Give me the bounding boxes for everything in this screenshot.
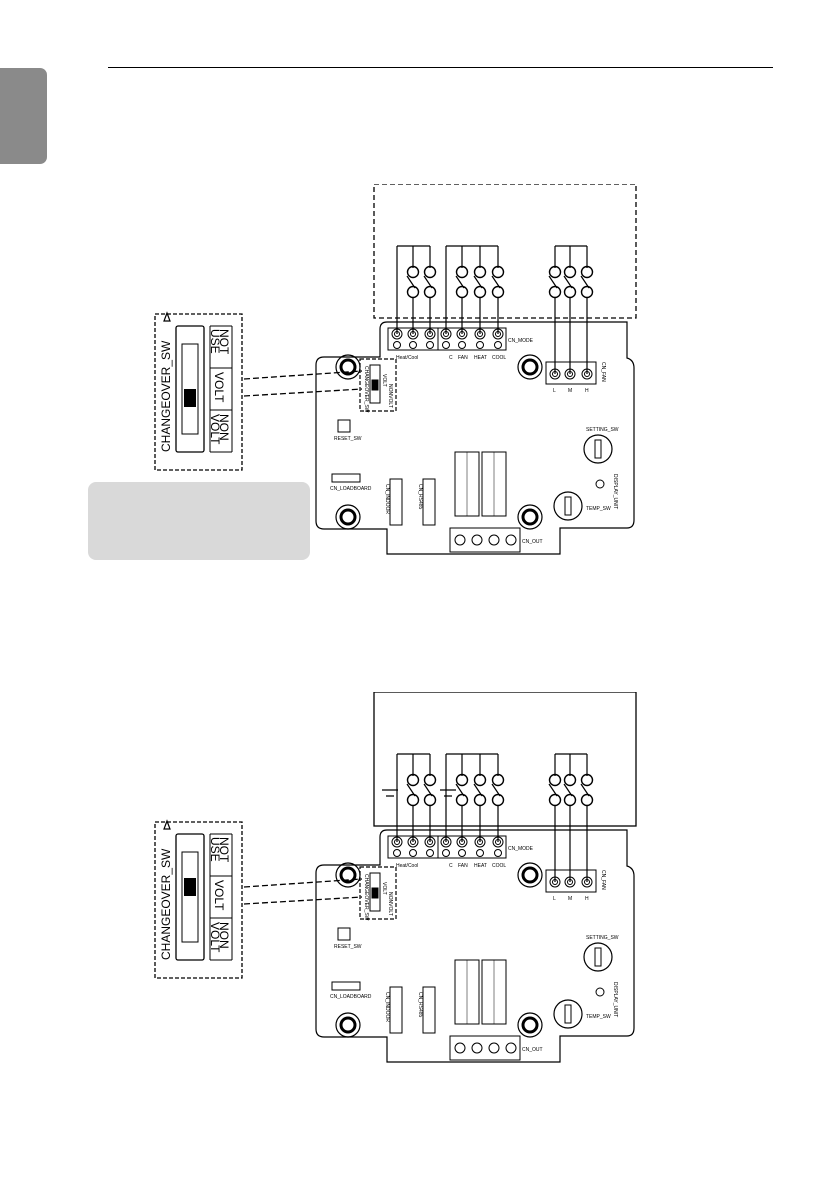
label-heat-cool: Heat/Cool (396, 355, 418, 361)
contact-wiring (382, 753, 594, 882)
label-display-unit: DISPLAY_UNIT (612, 982, 618, 1017)
external-contact-box (373, 691, 637, 827)
label-h: H (585, 388, 589, 394)
label-cn-rs485: CN_RS485 (417, 992, 423, 1018)
leader-lines (243, 370, 363, 397)
label-cn-rs485: CN_RS485 (417, 484, 423, 510)
reset-switch (337, 927, 351, 941)
label-pcb-changeover: CHANGEOVER_SW (363, 874, 369, 921)
temp-dial (553, 999, 583, 1029)
changeover-callout (154, 821, 243, 979)
label-fan: FAN (458, 863, 468, 869)
opt-volt: VOLT (212, 372, 226, 403)
label-pcb-volt: VOLT (381, 374, 387, 387)
label-cool: COOL (492, 863, 506, 869)
opt-use-2: USE (208, 837, 222, 862)
label-l: L (553, 388, 556, 394)
label-reset-sw: RESET_SW (334, 944, 362, 950)
label-reset-sw: RESET_SW (334, 436, 362, 442)
opt-not-1: NOT (217, 837, 231, 863)
wiring-diagram-volt: Heat/Cool C FAN HEAT COOL CN_MODE L M H … (0, 691, 839, 1117)
cn-fan-terminal (545, 361, 597, 385)
label-cn-out: CN_OUT (522, 1047, 543, 1053)
pcb-changeover-switch (359, 866, 397, 920)
contact-wiring (396, 245, 594, 374)
display-led (595, 479, 605, 489)
label-display-unit: DISPLAY_UNIT (612, 474, 618, 509)
opt-not-1: NOT (217, 329, 231, 355)
reset-switch (337, 419, 351, 433)
setting-dial (583, 434, 613, 464)
connectors (331, 473, 521, 553)
label-m: M (568, 388, 572, 394)
label-cn-fan: CN_FAN (600, 870, 606, 890)
label-temp-sw: TEMP_SW (586, 506, 611, 512)
opt-non-1: NON (217, 414, 231, 441)
label-c: C (449, 355, 453, 361)
label-cn-loadboard: CN_LOADBOARD (330, 994, 372, 1000)
callout-title: CHANGEOVER_SW (159, 340, 173, 452)
label-c: C (449, 863, 453, 869)
label-setting-sw: SETTING_SW (586, 935, 619, 941)
mounting-holes (335, 354, 543, 530)
cn-mode-terminal (387, 835, 507, 859)
label-pcb-nonvolt: NONVOLT (387, 892, 393, 916)
label-fan: FAN (458, 355, 468, 361)
cn-fan-terminal (545, 869, 597, 893)
opt-volt-2: VOLT (208, 922, 222, 953)
header-rule (108, 67, 773, 68)
relays (454, 959, 507, 1025)
label-cn-mode: CN_MODE (508, 846, 534, 852)
label-setting-sw: SETTING_SW (586, 427, 619, 433)
label-heat: HEAT (474, 355, 487, 361)
label-h: H (585, 896, 589, 902)
leader-lines (243, 878, 363, 905)
external-contact-box (373, 183, 637, 319)
label-cn-indoor: CN_INDOOR (384, 992, 390, 1022)
label-heat-cool: Heat/Cool (396, 863, 418, 869)
temp-dial (553, 491, 583, 521)
setting-dial (583, 942, 613, 972)
label-cn-indoor: CN_INDOOR (384, 484, 390, 514)
label-cn-fan: CN_FAN (600, 362, 606, 382)
opt-volt-2: VOLT (208, 414, 222, 445)
pcb-changeover-switch (359, 358, 397, 412)
cn-mode-terminal (387, 327, 507, 351)
label-m: M (568, 896, 572, 902)
note-box (88, 482, 310, 560)
label-heat: HEAT (474, 863, 487, 869)
label-pcb-changeover: CHANGEOVER_SW (363, 366, 369, 413)
chapter-tab (0, 68, 47, 164)
callout-title: CHANGEOVER_SW (159, 848, 173, 960)
callout-arrow-icon (163, 311, 171, 322)
label-cn-loadboard: CN_LOADBOARD (330, 486, 372, 492)
connectors (331, 981, 521, 1061)
pcb-board (315, 829, 635, 1063)
wiring-diagram-non-volt: Heat/Cool C FAN HEAT COOL CN_MODE L M H … (0, 183, 839, 609)
label-pcb-volt: VOLT (381, 882, 387, 895)
label-pcb-nonvolt: NONVOLT (387, 384, 393, 408)
opt-non-1: NON (217, 922, 231, 949)
pcb-board (315, 321, 635, 555)
display-led (595, 987, 605, 997)
mounting-holes (335, 862, 543, 1038)
callout-arrow-icon (163, 819, 171, 830)
label-l: L (553, 896, 556, 902)
changeover-callout (154, 313, 243, 471)
opt-volt: VOLT (212, 880, 226, 911)
relays (454, 451, 507, 517)
label-temp-sw: TEMP_SW (586, 1014, 611, 1020)
opt-use-2: USE (208, 329, 222, 354)
label-cool: COOL (492, 355, 506, 361)
label-cn-mode: CN_MODE (508, 338, 534, 344)
label-cn-out: CN_OUT (522, 539, 543, 545)
